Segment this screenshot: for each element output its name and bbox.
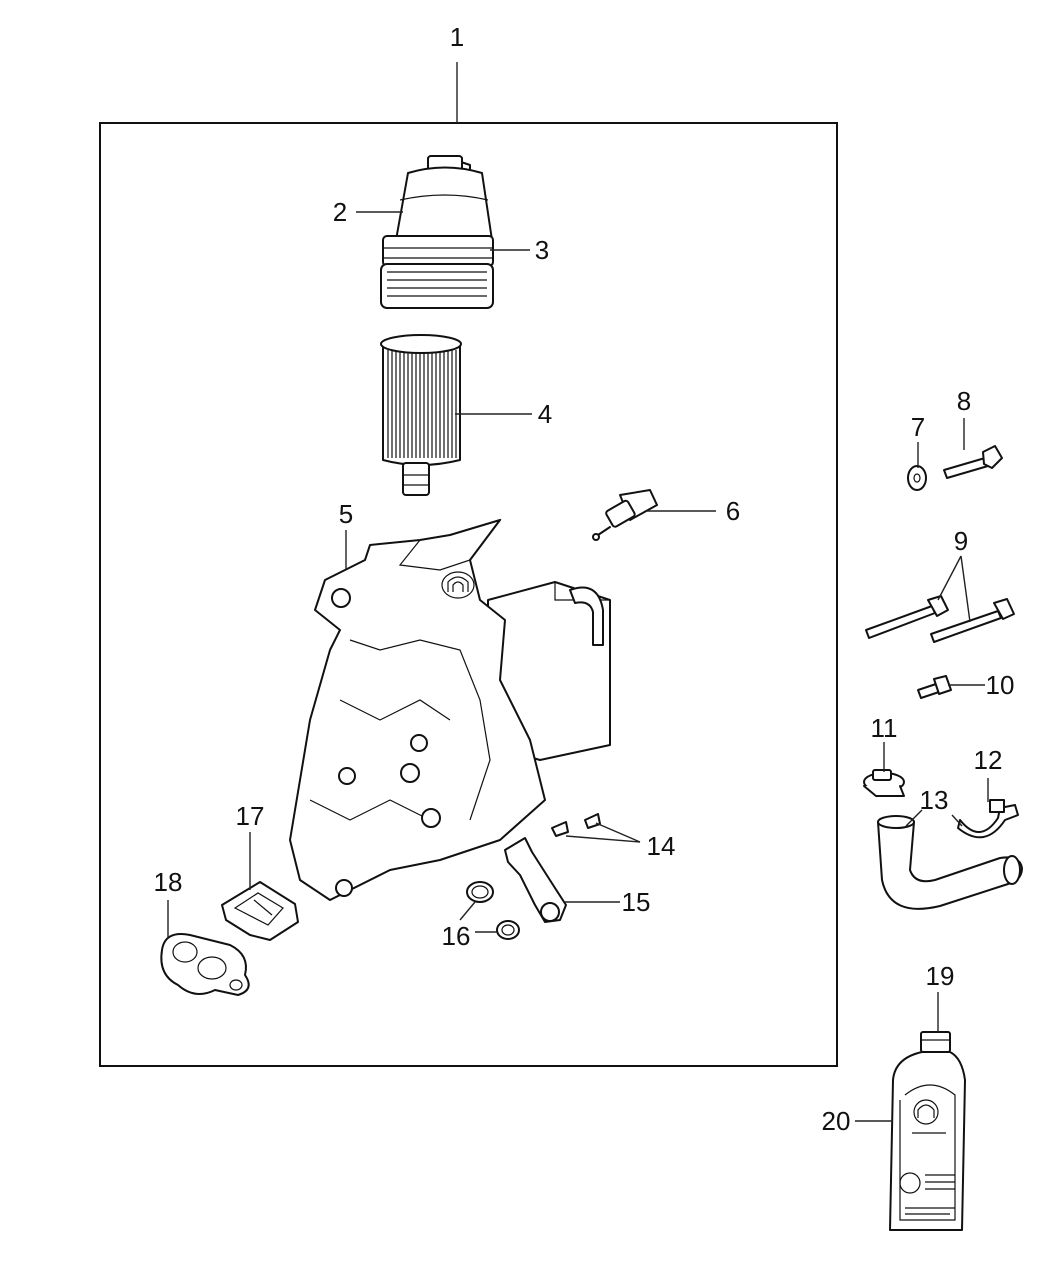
callout-3: 3 [535,235,549,265]
part-bolt-long-1[interactable] [865,595,949,639]
mopar-logo-icon [913,1099,939,1125]
part-gasket-large[interactable] [160,933,250,996]
callout-11: 11 [871,713,898,743]
part-washer[interactable] [907,465,927,491]
part-filter-element[interactable] [380,334,462,496]
callout-6: 6 [726,496,740,526]
callout-2: 2 [333,197,347,227]
callout-12: 12 [974,745,1003,775]
assembly-frame [99,122,838,1067]
part-oil-filter-housing[interactable] [289,518,611,901]
part-sensor[interactable] [592,489,658,541]
callout-17: 17 [236,801,265,831]
part-filter-cap[interactable] [380,155,494,309]
callout-10: 10 [986,670,1015,700]
part-seals[interactable] [466,881,520,940]
part-clip[interactable] [957,799,1019,839]
callout-labels: 1 2 3 4 5 6 7 8 9 10 11 12 13 14 15 16 1… [154,22,1015,1136]
callout-20: 20 [822,1106,851,1136]
callout-19: 19 [926,961,955,991]
callout-1: 1 [450,22,464,52]
part-oil-pipe[interactable] [504,837,567,923]
callout-5: 5 [339,499,353,529]
callout-8: 8 [957,386,971,416]
part-bolt-small[interactable] [917,675,952,699]
callout-9: 9 [954,526,968,556]
part-coolant-hose[interactable] [877,815,1023,910]
part-oil-bottle[interactable] [889,1031,966,1231]
callout-7: 7 [911,412,925,442]
part-screws[interactable] [551,813,601,837]
part-gasket-small[interactable] [221,881,299,941]
part-bolt-long-2[interactable] [930,598,1015,643]
part-bolt-short[interactable] [943,445,1003,479]
mopar-logo-icon [441,571,475,599]
callout-16: 16 [442,921,471,951]
callout-14: 14 [647,831,676,861]
callout-4: 4 [538,399,552,429]
callout-15: 15 [622,887,651,917]
callout-13: 13 [920,785,949,815]
callout-18: 18 [154,867,183,897]
part-hose-clamp[interactable] [863,769,905,797]
leader-lines [167,62,989,1122]
